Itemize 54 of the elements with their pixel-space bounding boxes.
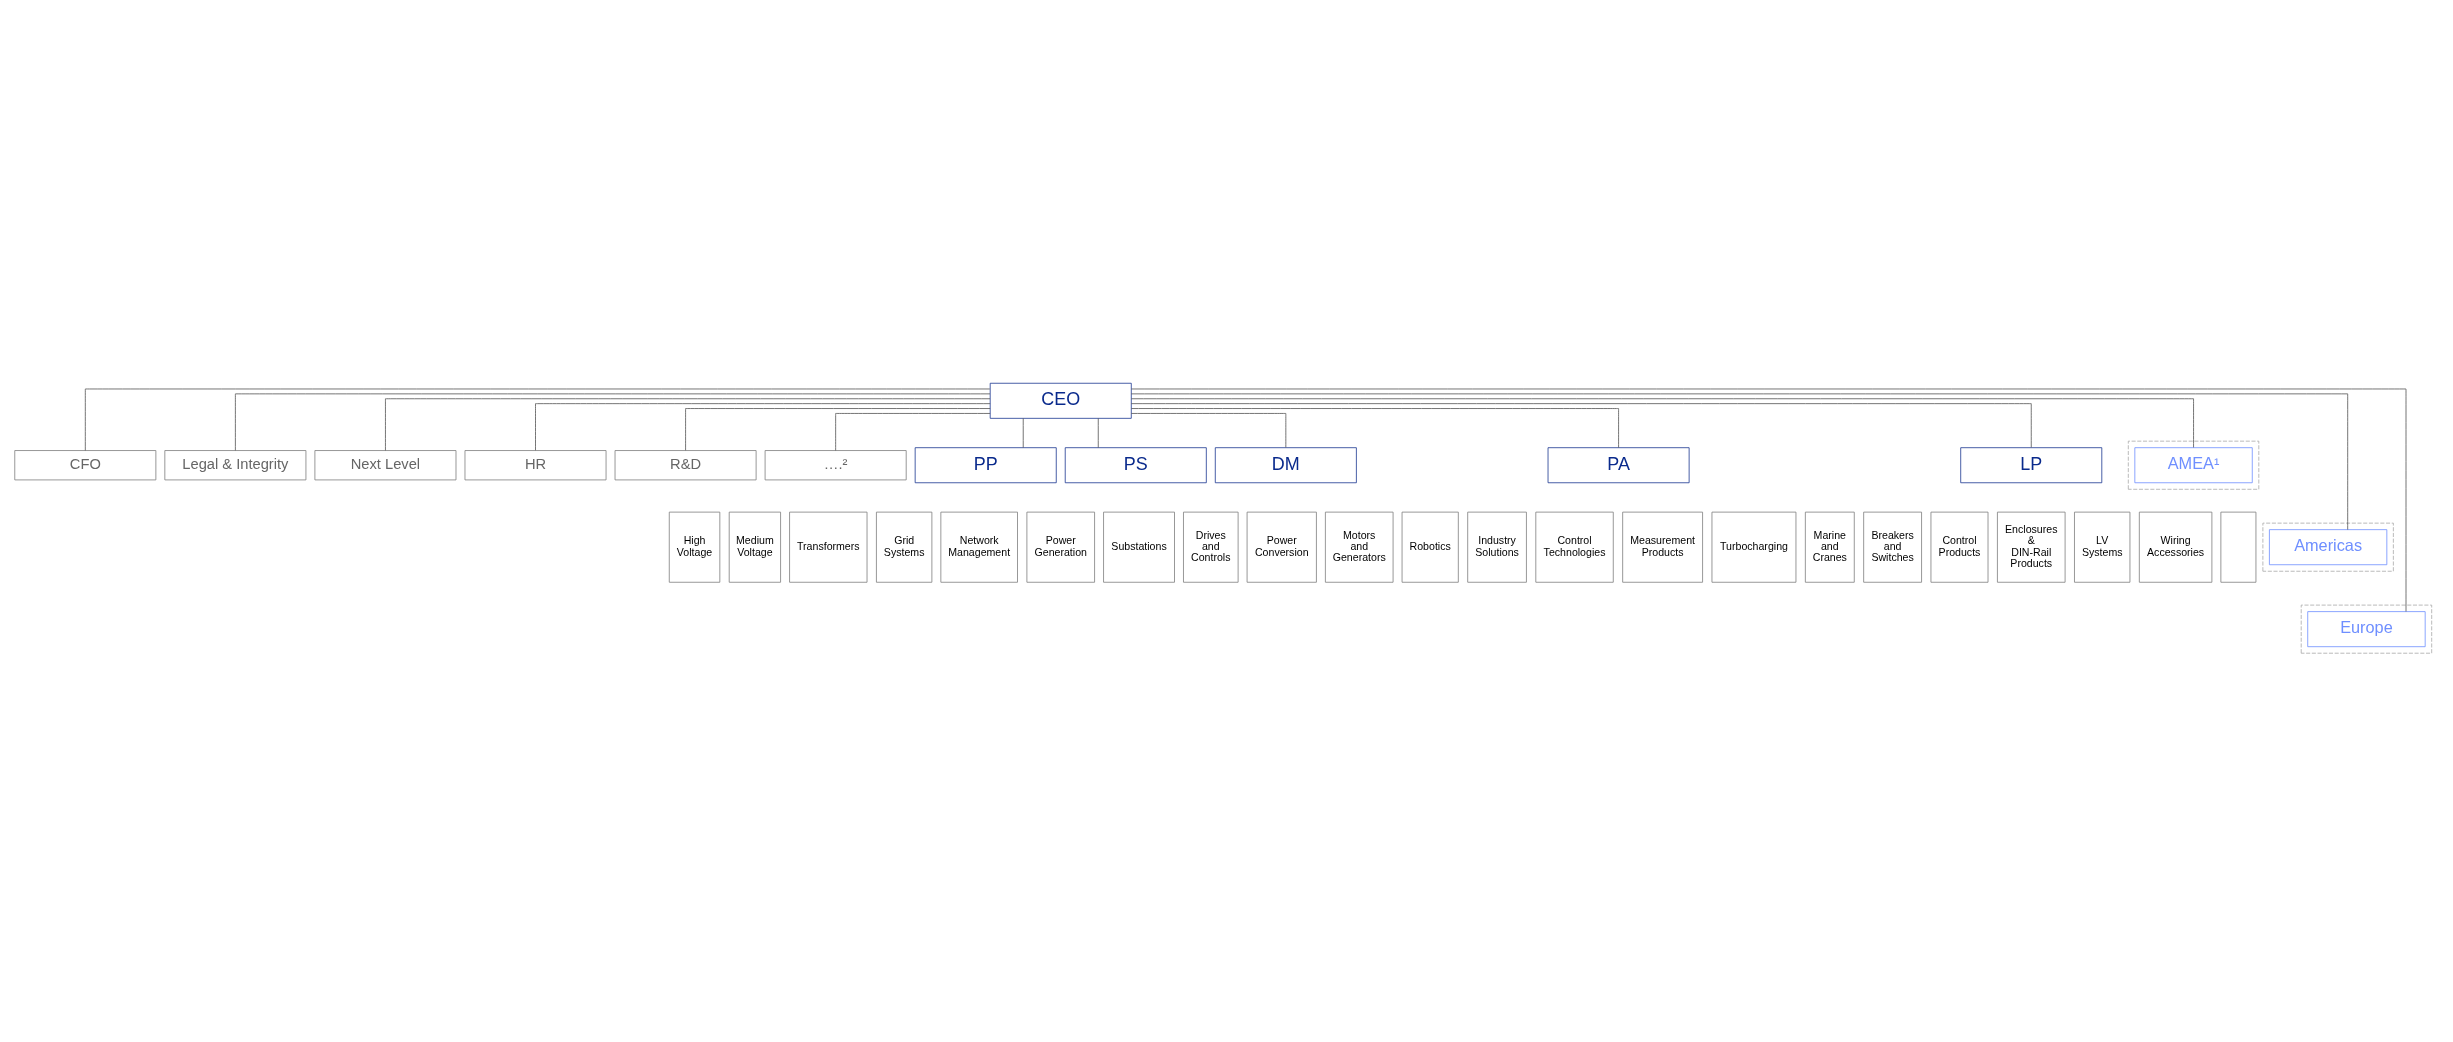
connector [535,402,991,451]
connector [1130,392,2349,530]
connector [1130,412,1287,448]
cluster [2127,440,2260,490]
connector [1097,417,1099,448]
node-box: ….² [764,449,907,480]
node-box: LP [1960,446,2103,483]
node-box: Power Generation [1026,511,1095,583]
node-box: Substations [1103,511,1175,583]
connector [1022,417,1024,448]
node-box [2220,511,2257,583]
node-box: Breakers and Switches [1863,511,1922,583]
node-box: CFO [14,449,157,480]
node-box: Enclosures & DIN-Rail Products [1997,511,2066,583]
node-box: Transformers [789,511,868,583]
connector [1131,397,2194,448]
node-box: Network Management [940,511,1018,583]
node-box: PP [914,446,1057,483]
node-box: Measurement Products [1622,511,1703,583]
node-box: Legal & Integrity [164,449,307,480]
node-box: PS [1064,446,1207,483]
node-box: High Voltage [668,511,721,583]
cluster [2300,604,2433,654]
node-box: R&D [614,449,757,480]
node-box: Industry Solutions [1467,511,1527,583]
connector [835,412,991,451]
node-box: HR [464,449,607,480]
connector [1130,402,2032,448]
node-box: LV Systems [2074,511,2131,583]
node-box: AMEA¹ [2134,446,2253,483]
connector [84,388,991,451]
node-box: Robotics [1401,511,1459,583]
connector [1131,388,2407,612]
connector [235,392,991,451]
node-box: PA [1547,446,1690,483]
node-box: Control Products [1930,511,1989,583]
node-box: Wiring Accessories [2138,511,2213,583]
cluster [2262,522,2394,572]
node-box: Medium Voltage [728,511,781,583]
node-box: Americas [2269,528,2388,565]
node-box: Motors and Generators [1325,511,1394,583]
node-box: Control Technologies [1535,511,1614,583]
connector [1131,407,1619,448]
node-box: Drives and Controls [1183,511,1239,583]
node-box: Marine and Cranes [1804,511,1855,583]
node-box: Turbocharging [1711,511,1797,583]
connector [385,397,991,451]
connector [685,407,991,451]
node-box: CEO [989,382,1132,419]
node-box: Next Level [314,449,457,480]
node-box: Power Conversion [1246,511,1317,583]
node-box: Europe [2307,610,2426,647]
node-box: DM [1214,446,1357,483]
node-box: Grid Systems [876,511,933,583]
